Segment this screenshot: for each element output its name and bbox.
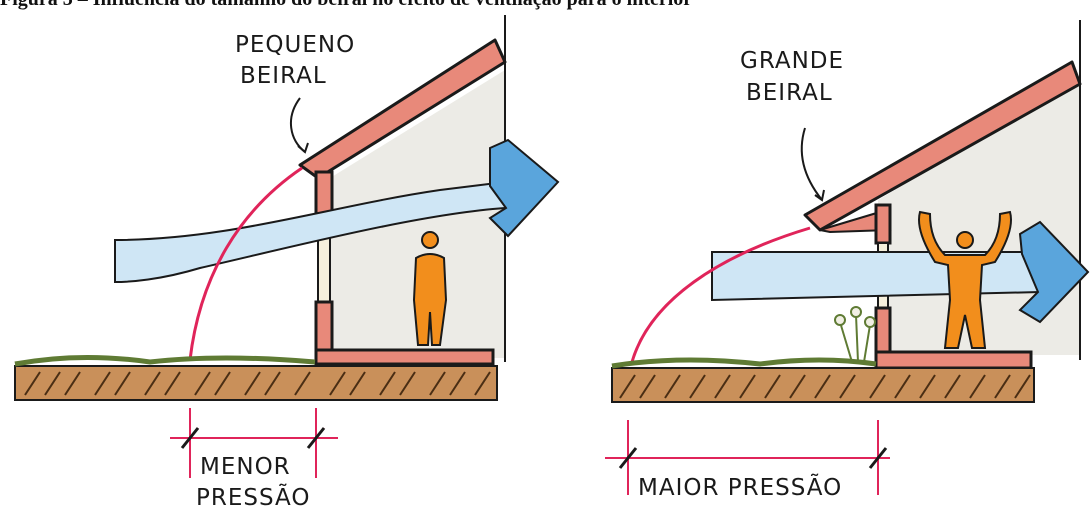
- right-panel-large-eave: GRANDE BEIRAL MAIOR PRESSÃO: [605, 20, 1090, 501]
- right-top-label-line1: GRANDE: [740, 48, 844, 74]
- left-dimension-line: [170, 408, 338, 478]
- left-person-standing: [412, 231, 448, 346]
- left-floor: [314, 348, 495, 366]
- right-plant: [834, 306, 876, 363]
- left-pressure-curve: [188, 166, 303, 361]
- left-eave-pointer: [289, 97, 306, 153]
- right-grass: [611, 357, 877, 369]
- right-pressure-curve: [630, 226, 811, 363]
- left-airflow-arrowhead: [488, 138, 560, 238]
- figure-caption: Figura 3 – Influência do tamanho do beir…: [0, 0, 1091, 16]
- left-grass: [14, 354, 316, 367]
- left-ground-hatching: [24, 371, 491, 396]
- right-airflow-arrowhead: [1018, 220, 1090, 324]
- right-floor: [874, 350, 1033, 370]
- left-bottom-label-line1: MENOR: [200, 454, 291, 480]
- right-upper-wall: [874, 203, 892, 245]
- left-bottom-label-line2: PRESSÃO: [196, 483, 310, 511]
- right-ground-hatching: [619, 374, 1031, 399]
- left-top-label-line1: PEQUENO: [235, 32, 355, 58]
- left-airflow-band: [114, 180, 506, 284]
- right-person-arms-raised: [918, 210, 1012, 349]
- right-top-label-line2: BEIRAL: [746, 80, 833, 106]
- right-eave-pointer: [800, 127, 823, 201]
- left-top-label-line2: BEIRAL: [240, 63, 327, 89]
- right-bottom-label: MAIOR PRESSÃO: [638, 473, 842, 501]
- left-panel-small-eave: PEQUENO BEIRAL MENOR PRESSÃO: [14, 15, 560, 511]
- left-ground: [14, 365, 498, 401]
